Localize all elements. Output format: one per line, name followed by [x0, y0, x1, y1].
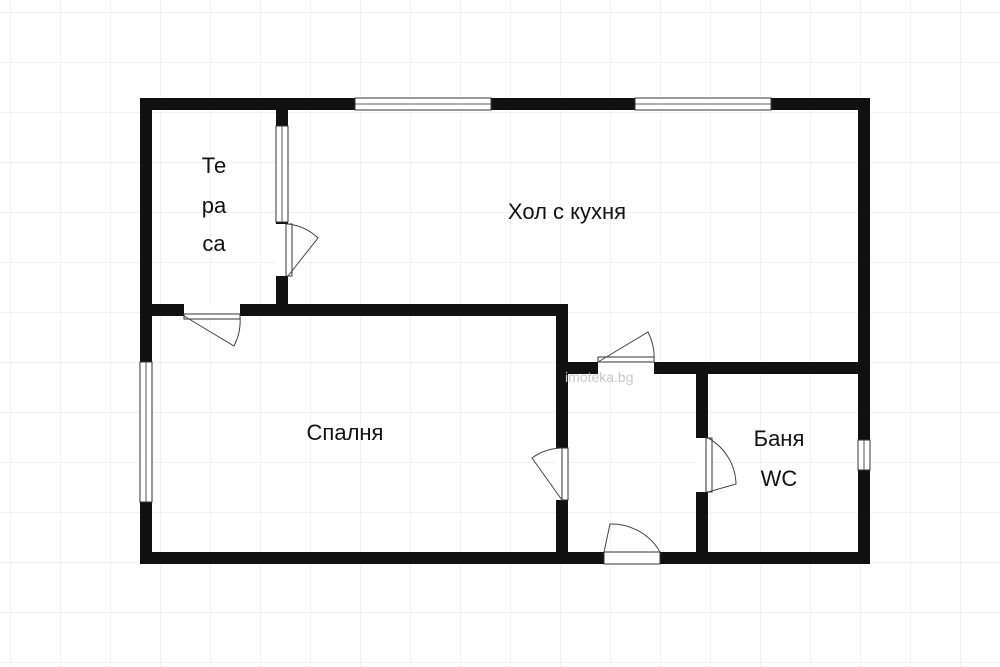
door-hall-bathroom: [696, 437, 737, 493]
terrace-label-line1: Те: [202, 153, 226, 178]
bathroom-label-line1: Баня: [754, 426, 805, 451]
door-entrance: [603, 523, 661, 565]
door-hall-bedroom: [531, 447, 569, 501]
door-living-hall: [597, 331, 655, 374]
terrace-label-line3: са: [202, 231, 226, 256]
window-top-left: [354, 97, 492, 111]
window-bathroom-right: [857, 439, 871, 471]
door-terrace-bedroom: [183, 304, 241, 347]
living-kitchen-label: Хол с кухня: [508, 199, 626, 224]
window-bedroom-left: [139, 361, 153, 503]
door-terrace-living: [276, 223, 319, 277]
windows: [139, 97, 871, 503]
window-top-right: [634, 97, 772, 111]
terrace-label-line2: ра: [202, 193, 227, 218]
room-labels: Те ра са Хол с кухня Спалня Баня WC: [202, 153, 805, 491]
wall-bedroom-right: [556, 304, 568, 564]
bedroom-label: Спалня: [307, 420, 384, 445]
doors: [183, 223, 737, 565]
outer-wall-bottom: [140, 552, 870, 564]
bathroom-label-line2: WC: [761, 466, 798, 491]
watermark-text: imoteka.bg: [565, 369, 633, 385]
wall-bedroom-top: [140, 304, 568, 316]
window-terrace-partition: [275, 125, 289, 223]
outer-wall-right: [858, 98, 870, 564]
